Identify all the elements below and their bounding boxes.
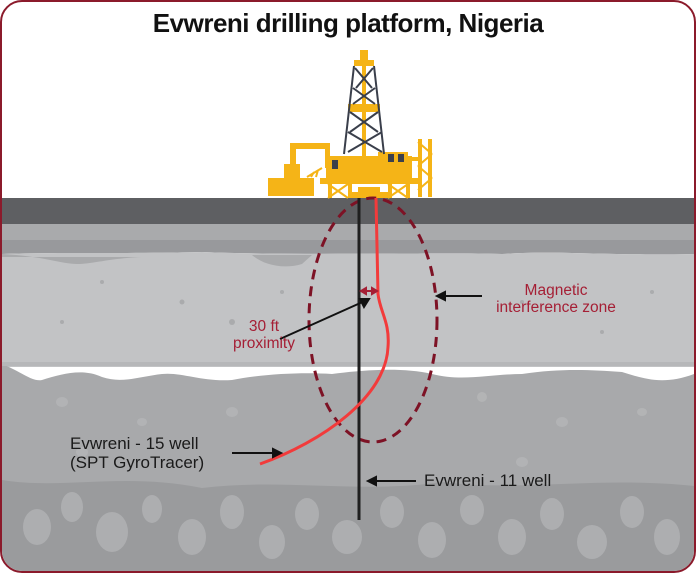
strata-layer-2 <box>2 240 694 255</box>
strata-layer-4 <box>2 364 694 495</box>
proximity-double-arrow <box>359 286 379 296</box>
interference-zone-label: Magnetic interference zone <box>476 282 636 317</box>
interference-label-line2: interference zone <box>496 299 616 317</box>
proximity-label-line1: 30 ft <box>248 318 280 335</box>
well-15-label: Evwreni - 15 well (SPT GyroTracer) <box>70 434 204 472</box>
proximity-label: 30 ft proximity <box>214 318 314 353</box>
well-15-label-line2: (SPT GyroTracer) <box>70 453 205 473</box>
proximity-pointer <box>279 299 368 340</box>
proximity-label-line2: proximity <box>232 335 295 353</box>
strata-layer-1 <box>2 224 694 242</box>
well-15-path <box>259 197 390 466</box>
well-15-label-line1: Evwreni - 15 well <box>70 434 199 453</box>
page-title: Evwreni drilling platform, Nigeria <box>152 8 544 38</box>
surface-band <box>2 198 694 224</box>
drilling-platform-icon <box>268 50 433 199</box>
well-11-label: Evwreni - 11 well <box>424 471 552 490</box>
interference-label-line1: Magnetic <box>524 282 588 299</box>
pebbles <box>23 492 680 559</box>
interference-zone-ellipse <box>307 196 439 444</box>
